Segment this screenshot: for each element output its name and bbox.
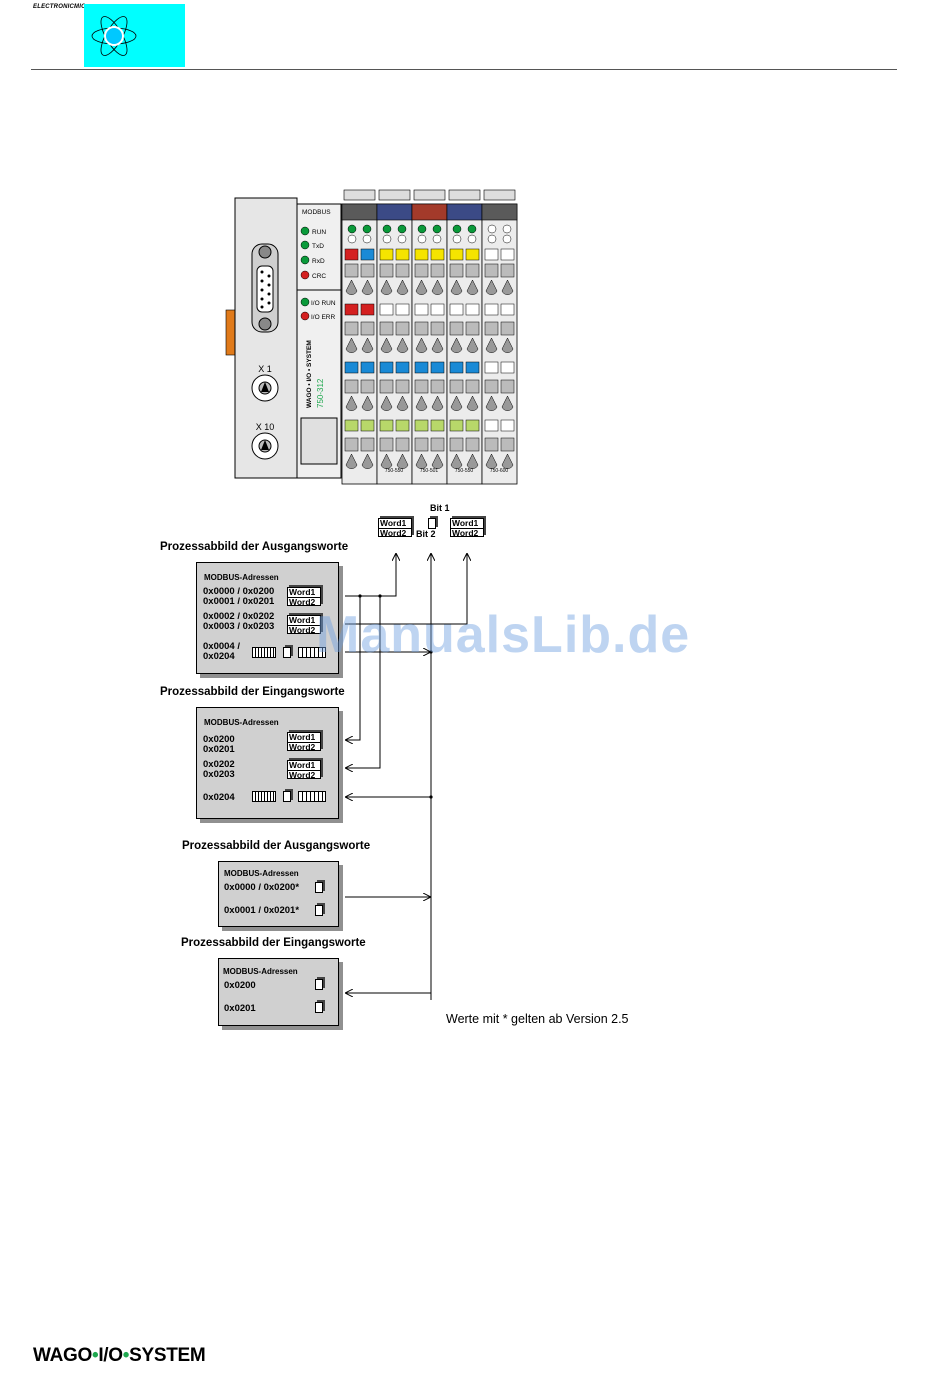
section-title-inputs-bits: Prozessabbild der Eingangsworte (181, 937, 366, 949)
atom-icon (91, 16, 137, 56)
top-word-tag-left: Word1 Word2 (378, 518, 412, 537)
bit-icon (315, 1002, 323, 1013)
io-module-stack: 750-550 750-501 750-550 750-600 (341, 189, 518, 485)
box-header: MODBUS-Adressen (204, 718, 279, 727)
bit-strip-icon (298, 647, 326, 658)
led-rxd-label: RxD (312, 258, 325, 265)
top-word-tag-right: Word1 Word2 (450, 518, 484, 537)
header-divider (31, 69, 897, 70)
fieldbus-coupler-illustration: X 1 X 10 MODBUS RUN TxD RxD CRC I/O RUN … (222, 186, 522, 488)
box-header: MODBUS-Adressen (204, 573, 279, 582)
address-row: 0x0000 / 0x0200* (224, 882, 300, 893)
watermark: ManualsLib.de (316, 606, 691, 664)
address-row: 0x0004 /0x0204 (203, 641, 240, 662)
bit-icon (315, 905, 323, 916)
led-txd-label: TxD (312, 243, 324, 250)
section-title-inputs: Prozessabbild der Eingangsworte (160, 686, 345, 698)
protocol-label: MODBUS (302, 209, 331, 216)
address-row: 0x0201 (224, 1003, 256, 1014)
module-model-label: 750-501 (420, 468, 439, 474)
bit1-label: Bit 1 (430, 503, 450, 513)
box-header: MODBUS-Adressen (223, 967, 298, 976)
output-bit-image-box: MODBUS-Adressen 0x0000 / 0x0200* 0x0001 … (218, 861, 339, 927)
address-row: 0x0001 / 0x0201* (224, 905, 300, 916)
led-run-label: RUN (312, 229, 326, 236)
module-model-label: 750-550 (455, 468, 474, 474)
brand-small-text: ELECTRONICMIC (33, 4, 86, 10)
led-crc-label: CRC (312, 273, 326, 280)
address-row: 0x0204 (203, 792, 235, 803)
bit-icon (283, 791, 291, 802)
bit-strip-icon (298, 791, 326, 802)
module-model-label: 750-600 (490, 468, 509, 474)
bit-icon (315, 882, 323, 893)
bit-strip-icon (252, 791, 276, 802)
bit-icon (283, 647, 291, 658)
switch-x1-label: X 1 (258, 364, 272, 374)
version-note: Werte mit * gelten ab Version 2.5 (446, 1012, 629, 1026)
section-title-outputs-bits: Prozessabbild der Ausgangsworte (182, 840, 371, 852)
coupler-model: 750-312 (316, 378, 325, 408)
bit-icon (315, 979, 323, 990)
led-io-err-label: I/O ERR (311, 314, 336, 321)
bit-icon (428, 518, 436, 529)
vertical-brand: WAGO • I/O • SYSTEM (306, 340, 313, 408)
input-bit-image-box: MODBUS-Adressen 0x0200 0x0201 (218, 958, 339, 1026)
bit-strip-icon (252, 647, 276, 658)
led-io-run-label: I/O RUN (311, 300, 336, 307)
box-header: MODBUS-Adressen (224, 869, 299, 878)
brand-logo (84, 4, 185, 67)
footer-brand: WAGO•I/O•SYSTEM (33, 1345, 206, 1366)
module-model-label: 750-550 (385, 468, 404, 474)
switch-x10-label: X 10 (256, 422, 275, 432)
address-row: 0x0200 (224, 980, 256, 991)
section-title-outputs: Prozessabbild der Ausgangsworte (160, 541, 349, 553)
bit2-label: Bit 2 (416, 529, 436, 539)
